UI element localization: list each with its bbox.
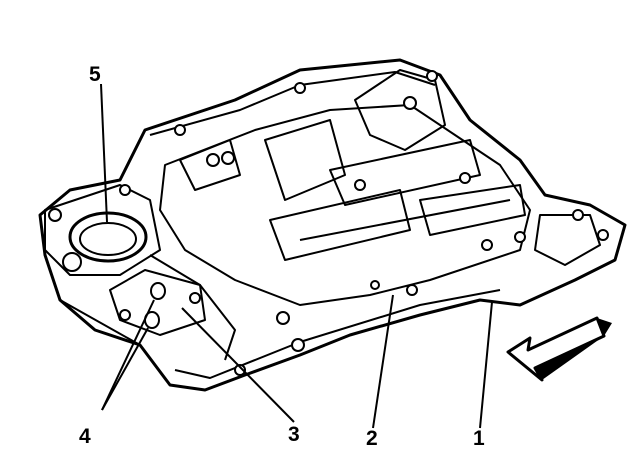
bolt-hole <box>514 231 526 243</box>
bolt-hole <box>48 208 62 222</box>
bolt-hole <box>206 153 220 167</box>
runner-1 <box>179 139 241 191</box>
leader-lines <box>100 83 493 429</box>
bracket-bolt-holes <box>144 282 166 329</box>
thermostat-rim <box>68 211 148 263</box>
center-divider <box>299 199 511 241</box>
bolt-hole <box>426 70 438 82</box>
right-boss <box>534 214 601 266</box>
runner-3 <box>269 189 411 261</box>
bolt-hole <box>403 96 417 110</box>
bracket-bolt-hole-upper <box>150 282 166 300</box>
callout-4: 4 <box>79 425 91 448</box>
bolt-hole <box>189 292 201 304</box>
base-flange <box>59 279 576 391</box>
bolt-hole <box>481 239 493 251</box>
arrow-shade <box>535 318 612 380</box>
bolt-hole <box>597 229 609 241</box>
leader-line-4b <box>101 327 149 411</box>
runner-5 <box>419 184 526 236</box>
leader-line-1 <box>479 301 493 429</box>
bolt-hole <box>354 179 366 191</box>
bolt-hole <box>294 82 306 94</box>
leader-line-3 <box>181 307 295 423</box>
bolt-hole <box>370 280 380 290</box>
callout-5: 5 <box>89 63 101 86</box>
callout-1: 1 <box>473 427 485 450</box>
bolt-holes <box>48 70 609 376</box>
inner-rim <box>159 104 531 306</box>
bolt-hole <box>174 124 186 136</box>
bolt-hole <box>291 338 305 352</box>
bolt-hole <box>406 284 418 296</box>
leader-line-5 <box>100 83 108 223</box>
leader-line-4a <box>101 299 155 411</box>
top-rail <box>149 71 436 136</box>
bolt-hole <box>119 309 131 321</box>
thermostat-opening <box>68 211 148 263</box>
bolt-hole <box>572 209 584 221</box>
bolt-hole <box>459 172 471 184</box>
arrow-body <box>506 316 606 382</box>
rear-housing <box>354 69 446 151</box>
bolt-hole <box>119 184 131 196</box>
bolt-hole <box>276 311 290 325</box>
leader-line-2 <box>372 294 394 429</box>
thermostat-bore <box>79 222 137 256</box>
left-rib <box>149 254 236 361</box>
bracket <box>109 269 206 336</box>
manifold-body <box>38 58 627 392</box>
callout-3: 3 <box>288 423 300 446</box>
bolt-hole <box>221 151 235 165</box>
runner-2 <box>264 119 346 201</box>
runner-4 <box>329 139 481 206</box>
front-direction-arrow <box>506 316 612 382</box>
callout-2: 2 <box>366 427 378 450</box>
base-flange-lower <box>174 289 501 379</box>
bolt-hole <box>62 252 82 272</box>
bolt-hole <box>234 364 246 376</box>
